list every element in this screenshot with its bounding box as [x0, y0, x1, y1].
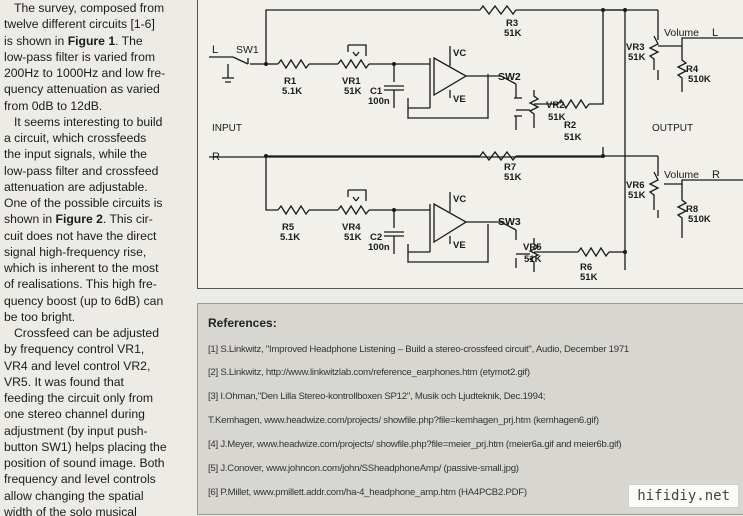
svg-text:VE: VE — [453, 94, 466, 105]
svg-text:SW2: SW2 — [498, 71, 521, 83]
sw2-blade — [488, 75, 517, 85]
svg-text:R1: R1 — [284, 76, 297, 87]
svg-text:5.1K: 5.1K — [282, 86, 302, 97]
input-label: INPUT — [212, 123, 242, 134]
vr3-resistor — [648, 10, 660, 70]
svg-text:C2: C2 — [370, 232, 382, 243]
crossfeed-schematic: L SW1 INPUT OUTPUT R1 5.1K VR1 51K C1 10… — [197, 0, 743, 289]
svg-text:510K: 510K — [688, 74, 711, 85]
svg-text:R2: R2 — [564, 120, 576, 131]
c2-capacitor — [384, 210, 404, 254]
svg-text:51K: 51K — [344, 86, 362, 97]
svg-text:Volume: Volume — [664, 27, 699, 39]
wire-out-r — [664, 179, 743, 185]
reference-item: T.Kemhagen, www.headwize.com/projects/ s… — [208, 415, 599, 426]
svg-text:Volume: Volume — [664, 169, 699, 181]
svg-text:VR5: VR5 — [523, 242, 542, 253]
reference-item: [1] S.Linkwitz, "Improved Headphone List… — [208, 344, 630, 355]
svg-text:R5: R5 — [282, 222, 295, 233]
paragraph-3: Crossfeed can be adjusted by frequency c… — [4, 326, 167, 516]
svg-text:SW3: SW3 — [498, 216, 521, 228]
sw1-ground — [222, 58, 249, 83]
svg-text:VE: VE — [453, 240, 466, 251]
paragraph-1: The survey, composed from twelve differe… — [4, 1, 166, 113]
svg-text:VR1: VR1 — [342, 76, 361, 87]
vr1-resistor — [337, 58, 370, 70]
R-input-label: R — [212, 151, 220, 163]
reference-item: [6] P.Millet, www.pmillett.addr.com/ha-4… — [208, 487, 527, 498]
svg-text:R8: R8 — [686, 204, 698, 215]
svg-text:R6: R6 — [580, 262, 592, 273]
svg-text:C1: C1 — [370, 86, 383, 97]
sw1-blade — [232, 56, 249, 65]
svg-text:100n: 100n — [368, 96, 390, 107]
schematic-svg: L SW1 INPUT OUTPUT R1 5.1K VR1 51K C1 10… — [209, 4, 743, 283]
svg-text:R4: R4 — [686, 64, 699, 75]
vr4-wiper — [348, 189, 367, 202]
vr4-resistor — [337, 204, 370, 216]
r3-resistor — [479, 4, 517, 16]
output-label: OUTPUT — [652, 123, 693, 134]
references-title: References: — [208, 316, 277, 330]
references-box: References: [1] S.Linkwitz, "Improved He… — [197, 303, 743, 515]
svg-text:VR3: VR3 — [626, 42, 644, 53]
reference-item: [2] S.Linkwitz, http://www.linkwitzlab.c… — [208, 367, 530, 378]
reference-item: [3] I.Ohman,"Den Lilla Stereo-kontrollbo… — [208, 391, 546, 402]
reference-item: [4] J.Meyer, www.headwize.com/projects/ … — [208, 439, 622, 450]
svg-text:51K: 51K — [564, 132, 582, 143]
svg-text:51K: 51K — [628, 52, 646, 63]
svg-text:51K: 51K — [344, 232, 362, 243]
r5-resistor — [277, 204, 310, 216]
svg-text:R3: R3 — [506, 18, 518, 29]
vr1-wiper — [348, 44, 367, 57]
svg-text:51K: 51K — [628, 190, 646, 201]
r1-resistor — [277, 58, 310, 70]
junction — [264, 62, 268, 66]
svg-text:VC: VC — [453, 48, 466, 59]
svg-text:VC: VC — [453, 194, 466, 205]
vr2-resistor — [528, 90, 540, 124]
svg-text:51K: 51K — [548, 112, 566, 123]
r6-resistor — [577, 246, 610, 258]
vr6-resistor — [648, 156, 660, 210]
L-output-label: L — [712, 27, 718, 39]
L-input-label: L — [212, 44, 218, 56]
op-amp-2 — [433, 202, 468, 244]
svg-text:R7: R7 — [504, 162, 516, 173]
svg-text:VR4: VR4 — [342, 222, 361, 233]
svg-text:51K: 51K — [504, 28, 522, 39]
watermark: hifidiy.net — [628, 484, 739, 508]
svg-text:510K: 510K — [688, 214, 711, 225]
sw1-label: SW1 — [236, 44, 259, 56]
svg-text:VR6: VR6 — [626, 180, 644, 191]
r4-resistor — [676, 46, 688, 92]
r8-resistor — [676, 184, 688, 238]
wire-out-l — [658, 37, 743, 47]
svg-text:5.1K: 5.1K — [280, 232, 300, 243]
R-output-label: R — [712, 169, 720, 181]
svg-text:VR2: VR2 — [546, 100, 564, 111]
svg-text:100n: 100n — [368, 242, 390, 253]
vr5-resistor — [528, 238, 540, 272]
svg-text:51K: 51K — [524, 254, 542, 265]
op-amp-1 — [433, 56, 468, 97]
sw3-blade — [488, 221, 517, 231]
reference-item: [5] J.Conover, www.johncon.com/john/SShe… — [208, 463, 519, 474]
r7-resistor — [479, 150, 517, 162]
c1-capacitor — [384, 64, 404, 108]
svg-text:51K: 51K — [504, 172, 522, 183]
paragraph-2: It seems interesting to build a circuit,… — [4, 114, 164, 324]
svg-text:51K: 51K — [580, 272, 598, 283]
r2-resistor — [557, 98, 590, 110]
article-text: The survey, composed from twelve differe… — [4, 0, 180, 516]
